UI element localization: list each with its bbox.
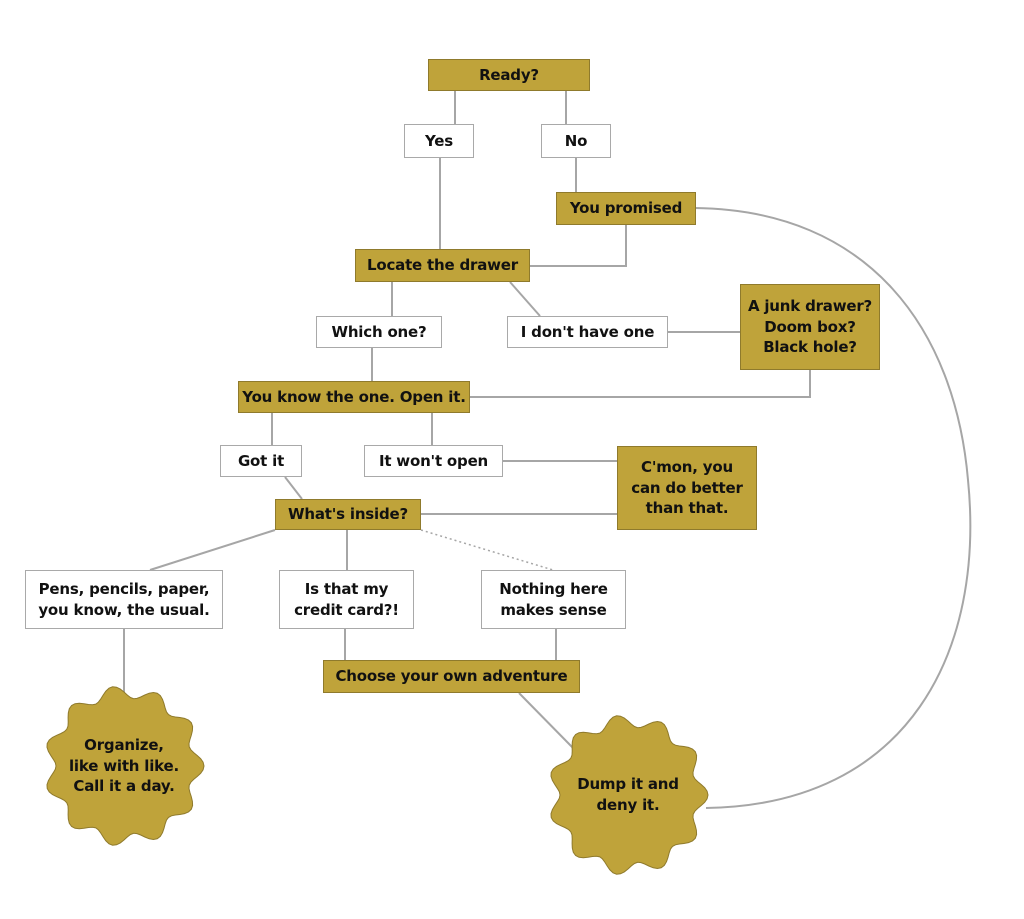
node-nothing-sense-line-1: Nothing here — [499, 579, 608, 598]
burst-organize-line-2: like with like. — [68, 756, 180, 775]
connector-choose-dump — [518, 692, 576, 751]
starburst-dump — [550, 715, 709, 875]
node-which-one: Which one? — [316, 316, 442, 348]
node-ready: Ready? — [428, 59, 590, 91]
node-yes: Yes — [404, 124, 474, 158]
node-pens-line-2: you know, the usual. — [38, 600, 210, 619]
burst-dump-line-2: deny it. — [596, 796, 660, 814]
node-pens-line-1: Pens, pencils, paper, — [38, 579, 210, 598]
node-know-the-one-text: You know the one. Open it. — [242, 387, 466, 406]
connector-inside-pens — [149, 529, 276, 571]
node-junk-drawer: A junk drawer? Doom box? Black hole? — [740, 284, 880, 370]
burst-organize-text: Organize, like with like. Call it a day. — [44, 708, 204, 824]
node-got-it-text: Got it — [237, 451, 285, 470]
burst-organize-line-1: Organize, — [84, 735, 164, 754]
node-no-text: No — [564, 131, 588, 150]
node-wont-open-text: It won't open — [378, 451, 489, 470]
node-whats-inside: What's inside? — [275, 499, 421, 530]
node-cmon-line-3: than that. — [645, 499, 729, 518]
node-you-promised-text: You promised — [569, 199, 683, 218]
node-pens: Pens, pencils, paper, you know, the usua… — [25, 570, 223, 629]
node-got-it: Got it — [220, 445, 302, 477]
node-junk-drawer-line-2: Doom box? — [764, 317, 856, 336]
node-wont-open: It won't open — [364, 445, 503, 477]
burst-dump-text: Dump it and deny it. — [548, 740, 708, 850]
connector-promised-locate — [530, 225, 627, 267]
connector-inside-nothing — [420, 529, 554, 571]
node-cmon-line-2: can do better — [631, 478, 743, 497]
connector-gotit-inside — [284, 476, 303, 500]
starburst-organize — [46, 686, 205, 846]
node-know-the-one: You know the one. Open it. — [238, 381, 470, 413]
node-credit-card-line-1: Is that my — [304, 579, 389, 598]
node-choose-adventure-text: Choose your own adventure — [335, 667, 568, 686]
node-dont-have-one-text: I don't have one — [520, 322, 655, 341]
node-yes-text: Yes — [425, 131, 453, 150]
node-cmon-line-1: C'mon, you — [641, 457, 733, 476]
node-whats-inside-text: What's inside? — [288, 505, 408, 524]
node-you-promised: You promised — [556, 192, 696, 225]
burst-organize-line-3: Call it a day. — [73, 777, 175, 796]
burst-dump-line-1: Dump it and — [577, 775, 679, 794]
node-choose-adventure: Choose your own adventure — [323, 660, 580, 693]
node-credit-card-line-2: credit card?! — [294, 600, 399, 619]
node-junk-drawer-line-1: A junk drawer? — [747, 296, 873, 315]
node-dont-have-one: I don't have one — [507, 316, 668, 348]
connector-junk-know — [470, 370, 811, 398]
node-which-one-text: Which one? — [331, 322, 427, 341]
node-ready-text: Ready? — [479, 65, 539, 84]
node-cmon: C'mon, you can do better than that. — [617, 446, 757, 530]
connector-locate-dont — [509, 281, 541, 317]
node-nothing-sense-line-2: makes sense — [500, 600, 607, 619]
node-locate-drawer-text: Locate the drawer — [367, 256, 518, 275]
node-credit-card: Is that my credit card?! — [279, 570, 414, 629]
node-nothing-sense: Nothing here makes sense — [481, 570, 626, 629]
node-no: No — [541, 124, 611, 158]
node-locate-drawer: Locate the drawer — [355, 249, 530, 282]
connector-promised-dump — [694, 207, 972, 809]
node-junk-drawer-line-3: Black hole? — [763, 338, 857, 357]
